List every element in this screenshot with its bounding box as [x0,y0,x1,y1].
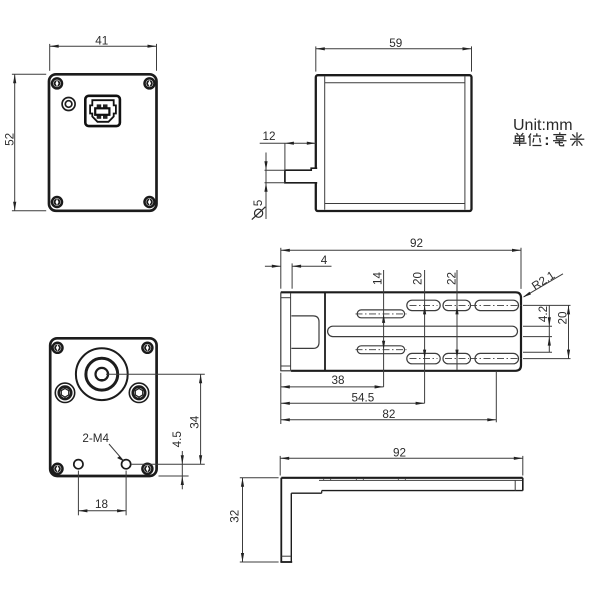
svg-text:4.5: 4.5 [171,431,184,448]
svg-text:41: 41 [95,35,108,48]
svg-text:34: 34 [189,415,202,429]
svg-text:18: 18 [95,498,108,511]
svg-text:12: 12 [262,130,275,143]
svg-text:92: 92 [393,447,406,460]
svg-text:32: 32 [228,510,241,523]
svg-text:82: 82 [382,408,395,421]
svg-text:22: 22 [446,272,459,285]
svg-text:54.5: 54.5 [352,392,375,405]
svg-text:4: 4 [321,254,328,267]
svg-text:20: 20 [557,311,570,325]
svg-text:2-M4: 2-M4 [82,432,109,445]
svg-text:14: 14 [372,272,385,286]
svg-text:38: 38 [331,374,344,387]
svg-text:59: 59 [389,37,402,50]
svg-text:4.2: 4.2 [537,306,550,322]
svg-text:52: 52 [3,133,16,146]
svg-text:92: 92 [410,237,423,250]
svg-text:Unit:mm: Unit:mm [513,117,573,134]
svg-text:5: 5 [252,199,265,206]
svg-text:20: 20 [412,272,425,286]
